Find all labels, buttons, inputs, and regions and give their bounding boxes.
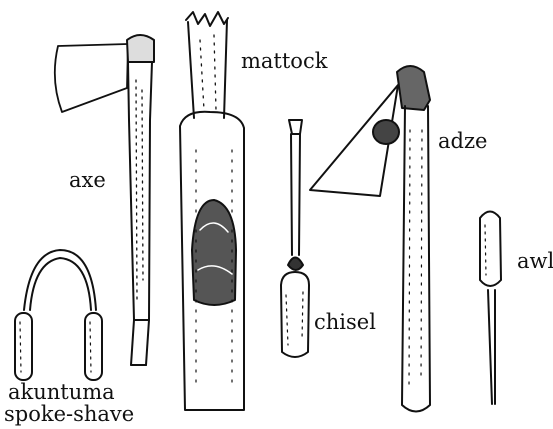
awl-drawing	[480, 212, 501, 405]
label-akuntuma: akuntuma	[8, 382, 115, 403]
mattock-drawing	[180, 12, 244, 410]
chisel-drawing	[281, 120, 309, 357]
label-chisel: chisel	[314, 312, 376, 333]
label-awl: awl	[517, 251, 553, 272]
label-adze: adze	[438, 131, 487, 152]
adze-drawing	[310, 66, 430, 412]
axe-drawing	[55, 35, 154, 365]
label-axe: axe	[69, 170, 106, 191]
label-spoke-shave: spoke-shave	[4, 404, 134, 425]
spoke-shave-drawing	[15, 250, 102, 380]
label-mattock: mattock	[241, 51, 327, 72]
